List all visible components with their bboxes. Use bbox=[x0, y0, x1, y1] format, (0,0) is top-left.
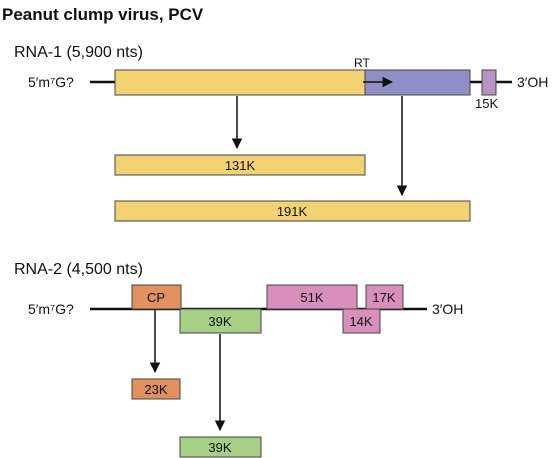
product-23k-box bbox=[131, 378, 181, 400]
rna2-orf-51k bbox=[266, 284, 358, 310]
product-39k-label: 39K bbox=[208, 440, 231, 455]
rna2-orf-39k bbox=[179, 308, 262, 334]
product-191k-box bbox=[114, 200, 471, 222]
product-39k-box bbox=[179, 436, 262, 458]
rna1-orf-131k bbox=[114, 69, 366, 96]
rna2-14k-label: 14K bbox=[349, 314, 372, 329]
rna2-heading: RNA-2 (4,500 nts) bbox=[14, 261, 143, 278]
rna1-five-prime-label: 5′m⁷G? bbox=[28, 74, 74, 90]
rna2-five-prime-label: 5′m⁷G? bbox=[28, 301, 74, 317]
product-191k-label: 191K bbox=[277, 204, 308, 219]
rna1-15k-label: 15K bbox=[475, 96, 498, 111]
rna2-orf-cp bbox=[131, 284, 182, 310]
rna1-three-prime-label: 3′OH bbox=[517, 74, 548, 90]
rna2-section: RNA-2 (4,500 nts) 5′m⁷G? 3′OH CP 39K 51K… bbox=[14, 261, 463, 458]
rna2-three-prime-label: 3′OH bbox=[432, 301, 463, 317]
product-23k-label: 23K bbox=[144, 382, 167, 397]
cp-label: CP bbox=[147, 290, 165, 305]
rna1-heading: RNA-1 (5,900 nts) bbox=[14, 44, 143, 61]
rna2-39k-label: 39K bbox=[208, 314, 231, 329]
rna2-17k-label: 17K bbox=[372, 290, 395, 305]
rna2-orf-14k bbox=[342, 308, 381, 334]
product-131k-label: 131K bbox=[225, 158, 256, 173]
figure-title: Peanut clump virus, PCV bbox=[2, 5, 204, 24]
rna2-orf-17k bbox=[365, 284, 404, 310]
rna2-51k-label: 51K bbox=[300, 290, 323, 305]
rna1-orf-15k bbox=[481, 69, 497, 96]
rna1-orf-rt-domain bbox=[364, 69, 471, 96]
rna1-section: RNA-1 (5,900 nts) 5′m⁷G? 3′OH RT 15K 131… bbox=[14, 44, 548, 222]
product-131k-box bbox=[114, 154, 366, 176]
rt-label: RT bbox=[354, 56, 370, 70]
